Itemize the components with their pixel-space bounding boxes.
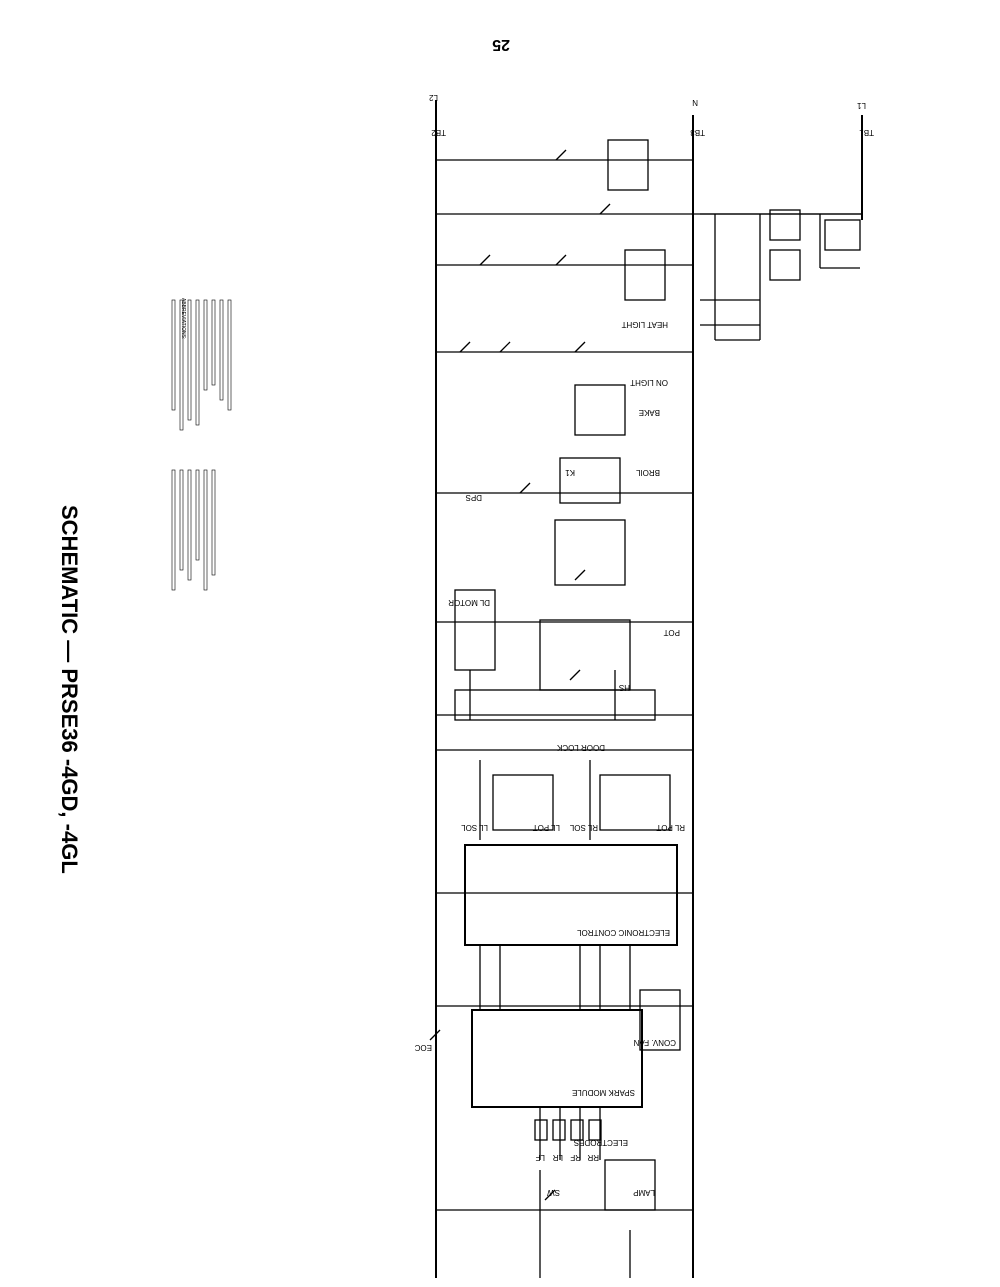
label-heat-light: HEAT LIGHT bbox=[622, 320, 668, 329]
label-lf: LF bbox=[536, 1153, 545, 1162]
label-door-lock: DOOR LOCK bbox=[556, 743, 605, 752]
label-broil: BROIL bbox=[635, 468, 660, 477]
label-dps: DPS bbox=[466, 493, 482, 502]
label-electrodes: ELECTRODES bbox=[574, 1138, 628, 1147]
spark-module-box bbox=[471, 1009, 643, 1108]
label-rr: RR bbox=[587, 1153, 599, 1162]
rail-l1-label: L1 bbox=[857, 101, 866, 110]
page-number: 25 bbox=[492, 36, 510, 53]
label-pot: POT bbox=[663, 628, 680, 637]
label-bake: BAKE bbox=[639, 408, 660, 417]
label-ll-pot: LL POT bbox=[533, 823, 560, 832]
label-lr: LR bbox=[553, 1153, 563, 1162]
lamp-circuit bbox=[539, 1159, 656, 1278]
rail-n-label: N bbox=[692, 98, 698, 107]
label-rl-pot: RL POT bbox=[656, 823, 685, 832]
label-ll-sol: LL SOL bbox=[461, 823, 488, 832]
door-lock-area bbox=[454, 670, 656, 721]
label-on-light: ON LIGHT bbox=[630, 378, 668, 387]
abbreviations-legend: ABBREVIATIONS: bbox=[171, 298, 232, 591]
electrodes bbox=[534, 1119, 602, 1141]
label-rf: RF bbox=[570, 1153, 581, 1162]
tb1-label: TB1 bbox=[859, 128, 874, 137]
label-sw: SW bbox=[547, 1188, 560, 1197]
label-k1: K1 bbox=[565, 468, 575, 477]
label-hs: HS bbox=[619, 683, 630, 692]
l1-feed-network bbox=[700, 209, 862, 341]
label-eoc: EOC bbox=[414, 1043, 432, 1052]
valve-solenoids bbox=[479, 760, 671, 840]
label-spark-module: SPARK MODULE bbox=[572, 1088, 635, 1097]
switch-contacts bbox=[429, 149, 611, 1201]
branch-connectors bbox=[454, 139, 666, 691]
tb3-label: TB3 bbox=[690, 128, 705, 137]
label-dl-motor: DL MOTOR bbox=[448, 598, 490, 607]
label-conv-fan: CONV. FAN bbox=[633, 1038, 676, 1047]
label-electronic-control: ELECTRONIC CONTROL bbox=[577, 928, 670, 937]
conv-fan-box bbox=[639, 989, 681, 1051]
label-rl-sol: RL SOL bbox=[569, 823, 598, 832]
module-feeds bbox=[479, 945, 631, 1160]
tb2-label: TB2 bbox=[431, 128, 446, 137]
electronic-control-box bbox=[464, 844, 678, 946]
label-lamp: LAMP bbox=[633, 1188, 655, 1197]
branch-rungs bbox=[436, 159, 862, 1211]
page-title: SCHEMATIC — PRSE36 -4GD, -4GL bbox=[57, 505, 82, 874]
rail-l2-label: L2 bbox=[429, 93, 438, 102]
